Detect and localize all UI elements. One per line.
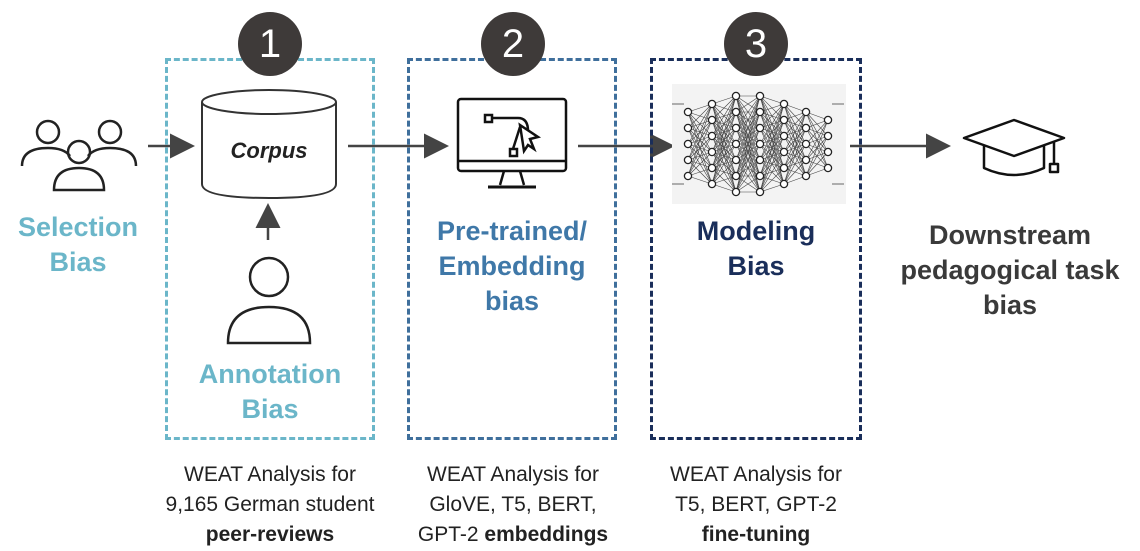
graduation-cap-icon <box>962 118 1066 177</box>
network-node <box>707 147 717 157</box>
network-node <box>779 131 789 141</box>
caption-1-line-1: WEAT Analysis for <box>184 463 356 486</box>
network-node <box>823 115 833 125</box>
network-node <box>755 107 765 117</box>
corpus-label: Corpus <box>230 138 308 163</box>
network-node <box>779 115 789 125</box>
caption-3-bold: fine-tuning <box>701 523 811 546</box>
network-node <box>755 91 765 101</box>
caption-2-line-3: GPT-2 embeddings <box>392 520 634 550</box>
network-node <box>801 171 811 181</box>
network-node <box>731 187 741 197</box>
caption-2-prefix: GPT-2 <box>417 523 485 546</box>
network-node <box>683 171 693 181</box>
caption-3-line-2: T5, BERT, GPT-2 <box>675 493 837 516</box>
network-node <box>707 131 717 141</box>
network-node <box>707 163 717 173</box>
network-node <box>731 171 741 181</box>
network-node <box>779 163 789 173</box>
network-node <box>755 139 765 149</box>
caption-3-line-1: WEAT Analysis for <box>670 463 842 486</box>
caption-2-line-1: WEAT Analysis for <box>427 463 599 486</box>
selection-bias-label: Selection Bias <box>17 212 139 277</box>
network-node <box>755 171 765 181</box>
network-node <box>755 187 765 197</box>
network-node <box>779 99 789 109</box>
caption-1-line-2: 9,165 German student <box>165 493 375 516</box>
network-node <box>801 139 811 149</box>
caption-1-bold: peer-reviews <box>205 523 335 546</box>
network-node <box>801 107 811 117</box>
network-node <box>731 107 741 117</box>
person-icon <box>226 256 312 345</box>
network-node <box>683 155 693 165</box>
caption-stage-3: WEAT Analysis for T5, BERT, GPT-2 fine-t… <box>640 460 872 550</box>
network-node <box>801 123 811 133</box>
network-node <box>823 147 833 157</box>
network-node <box>755 155 765 165</box>
caption-2-bold: embeddings <box>484 523 609 546</box>
vector-monitor-icon <box>456 97 568 189</box>
network-node <box>683 139 693 149</box>
network-node <box>731 139 741 149</box>
network-node <box>779 179 789 189</box>
network-node <box>731 155 741 165</box>
caption-1-line-3: peer-reviews <box>140 520 400 550</box>
people-group-icon <box>20 119 138 192</box>
caption-3-line-3: fine-tuning <box>640 520 872 550</box>
network-node <box>755 123 765 133</box>
downstream-bias-label: Downstream pedagogical task bias <box>900 220 1120 320</box>
network-node <box>707 115 717 125</box>
network-node <box>801 155 811 165</box>
network-node <box>683 123 693 133</box>
network-node <box>823 131 833 141</box>
caption-stage-2: WEAT Analysis for GloVE, T5, BERT, GPT-2… <box>392 460 634 550</box>
embedding-bias-label: Pre-trained/ Embedding bias <box>436 216 588 316</box>
neural-network-icon <box>672 84 846 204</box>
caption-stage-1: WEAT Analysis for 9,165 German student p… <box>140 460 400 550</box>
network-node <box>707 99 717 109</box>
network-node <box>731 91 741 101</box>
step-badge-2: 2 <box>481 12 545 76</box>
annotation-bias-label: Annotation Bias <box>198 359 342 424</box>
step-badge-3: 3 <box>724 12 788 76</box>
caption-2-line-2: GloVE, T5, BERT, <box>429 493 597 516</box>
network-node <box>683 107 693 117</box>
database-icon <box>201 89 337 200</box>
network-node <box>823 163 833 173</box>
step-badge-1: 1 <box>238 12 302 76</box>
network-node <box>779 147 789 157</box>
modeling-bias-label: Modeling Bias <box>696 216 816 281</box>
network-node <box>731 123 741 133</box>
network-node <box>707 179 717 189</box>
